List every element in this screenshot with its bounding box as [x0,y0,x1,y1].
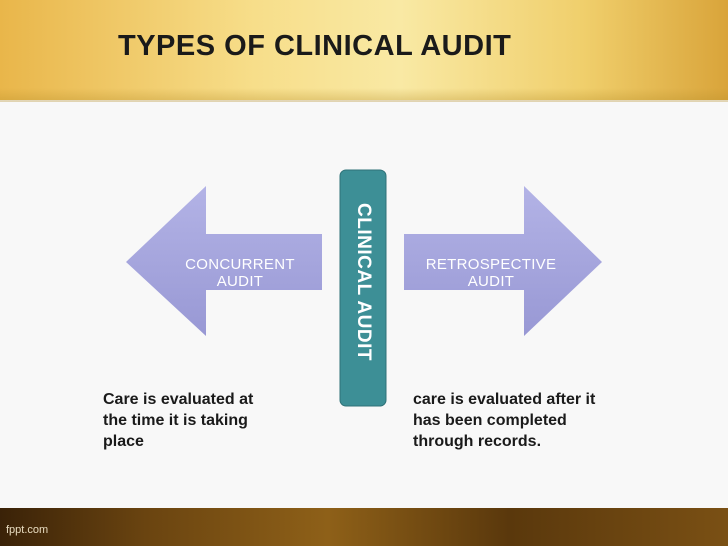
retrospective-description-line: through records. [413,433,542,450]
retrospective-audit-label: RETROSPECTIVE AUDIT [404,256,578,290]
footer-band [0,508,728,546]
concurrent-description-line: Care is evaluated at [103,391,254,408]
right-arrow-shape [404,186,602,336]
left-arrow-shape [126,186,322,336]
footer-brand[interactable]: fppt.com [6,524,49,536]
concurrent-audit-line2: AUDIT [216,273,264,290]
retrospective-audit-line2: AUDIT [467,273,515,290]
retrospective-audit-line1: RETROSPECTIVE [425,256,557,273]
retrospective-description-line: has been completed [413,412,567,429]
clinical-audit-label: CLINICAL AUDIT [353,203,374,361]
concurrent-description-line: place [103,433,144,450]
title-band-shadow [0,88,728,102]
retrospective-description: care is evaluated after it has been comp… [413,389,595,452]
concurrent-audit-label: CONCURRENT AUDIT [160,256,320,290]
slide-title: TYPES OF CLINICAL AUDIT [118,30,512,62]
title-band [0,0,728,100]
concurrent-audit-line1: CONCURRENT [185,256,295,273]
concurrent-description-line: the time it is taking [103,412,248,429]
center-box [339,169,387,407]
concurrent-description: Care is evaluated at the time it is taki… [103,389,253,452]
retrospective-description-line: care is evaluated after it [413,391,596,408]
